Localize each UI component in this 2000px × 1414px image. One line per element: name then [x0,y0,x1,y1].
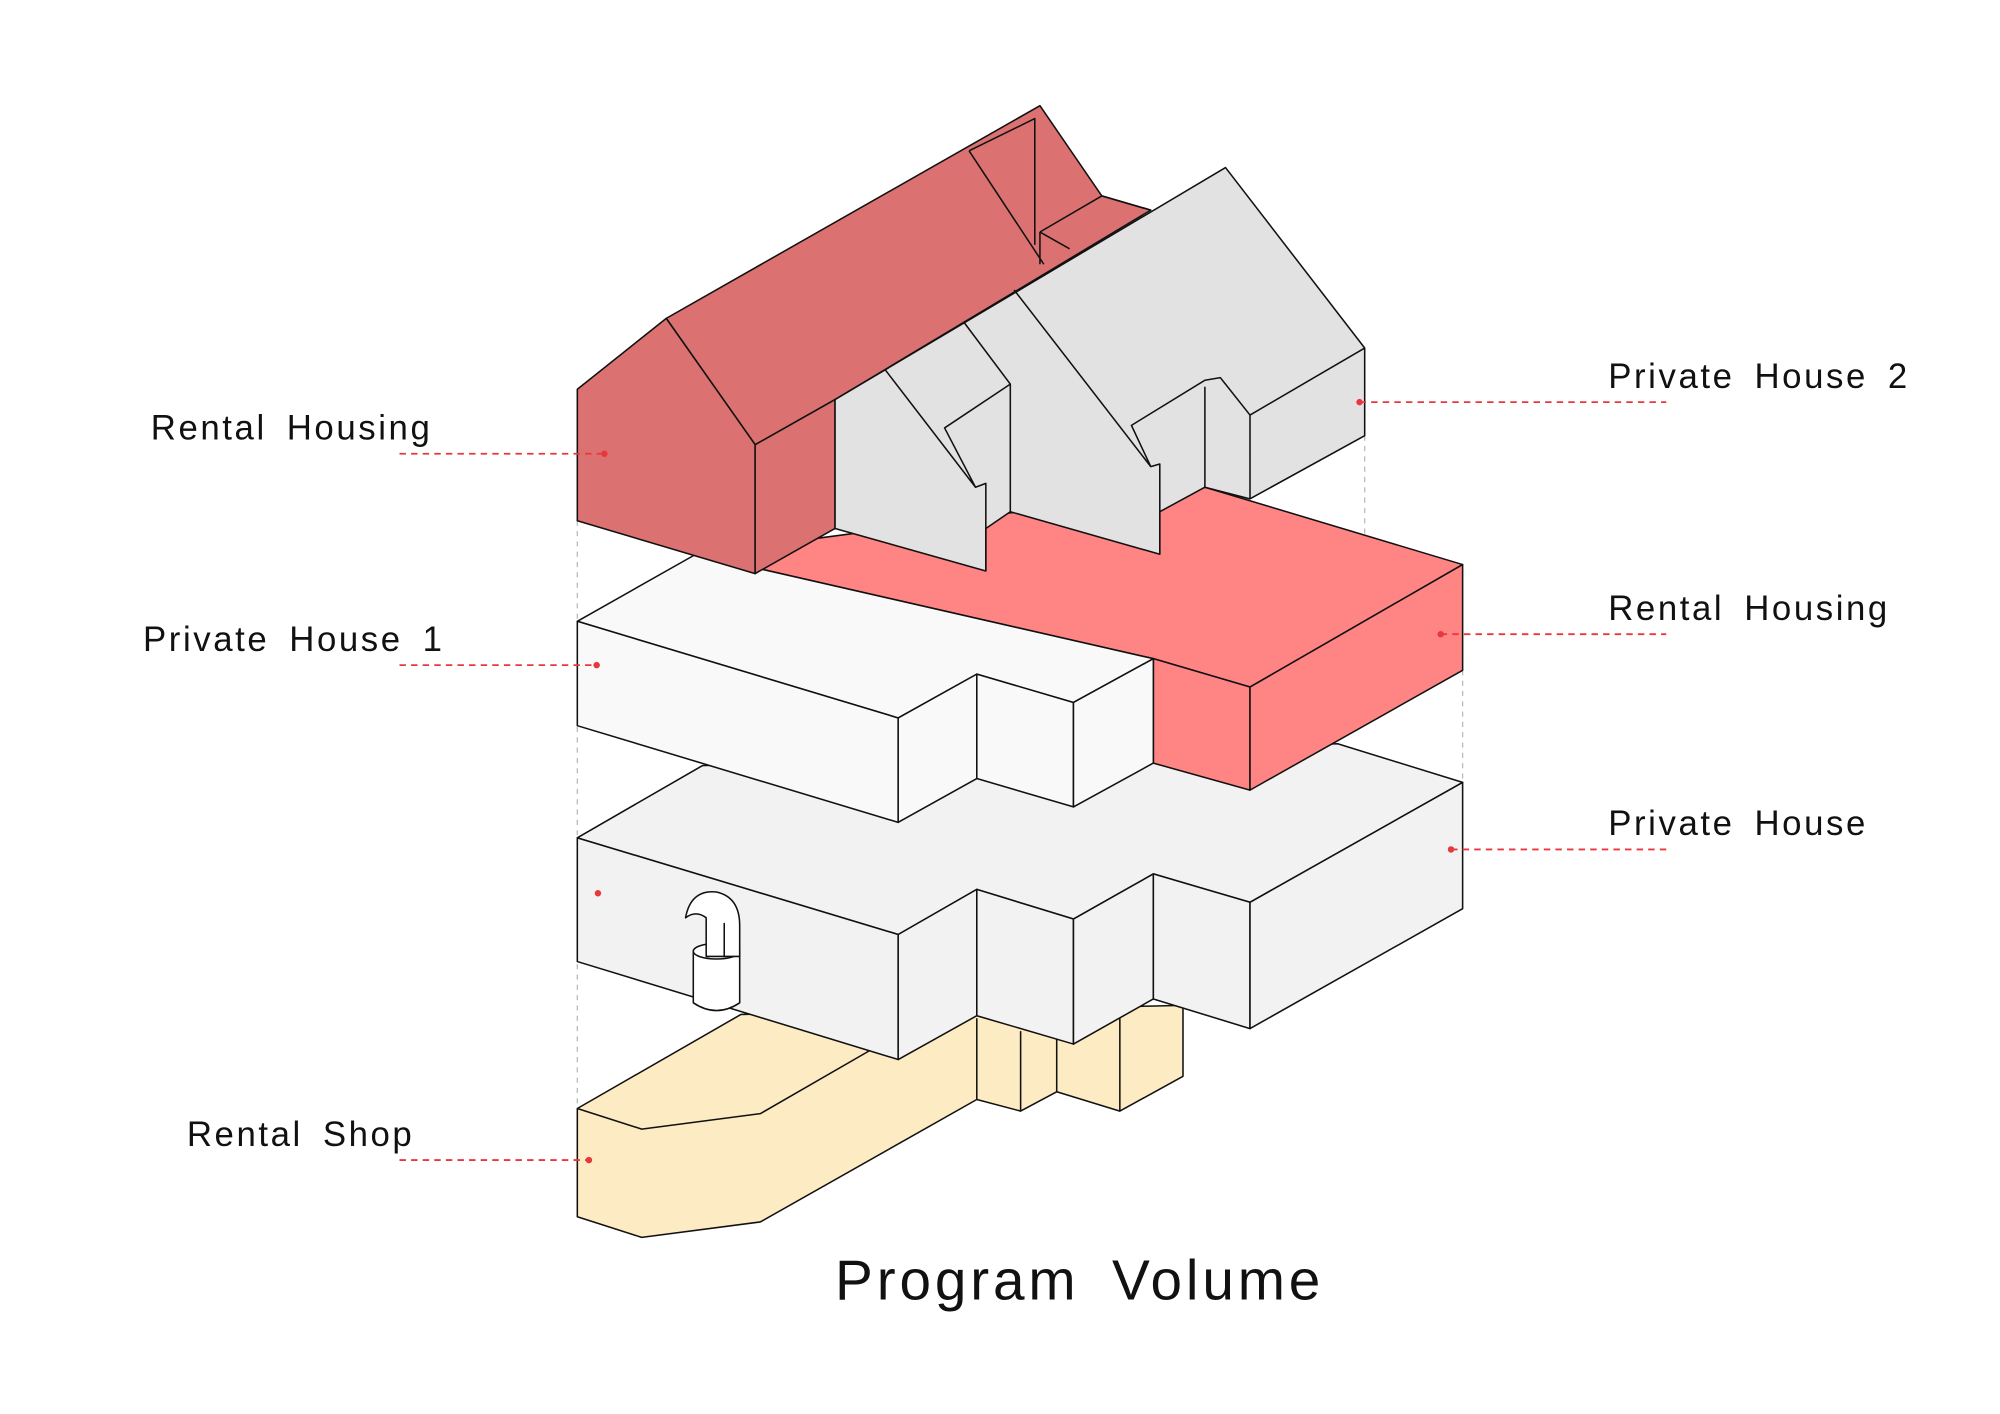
rental-shop-volume [576,1004,1184,1239]
label-private-house-2: Private House 2 [1608,358,1910,396]
leader-lines [399,398,1667,1164]
chimney-vent-icon [684,891,741,1012]
label-private-house: Private House [1608,805,1868,843]
private-house-volume [576,742,1464,1061]
diagram-title: Program Volume [835,1249,1324,1312]
label-rental-housing-roof: Rental Housing [151,410,433,448]
rental-housing-roof-volume [576,104,1152,575]
label-private-house-1: Private House 1 [143,621,445,659]
alignment-guides [576,435,1464,1109]
private-house-2-volume [834,166,1366,572]
private-house-1-volume [576,553,1155,824]
label-rental-housing-slab: Rental Housing [1608,590,1890,628]
label-rental-shop: Rental Shop [187,1116,415,1154]
